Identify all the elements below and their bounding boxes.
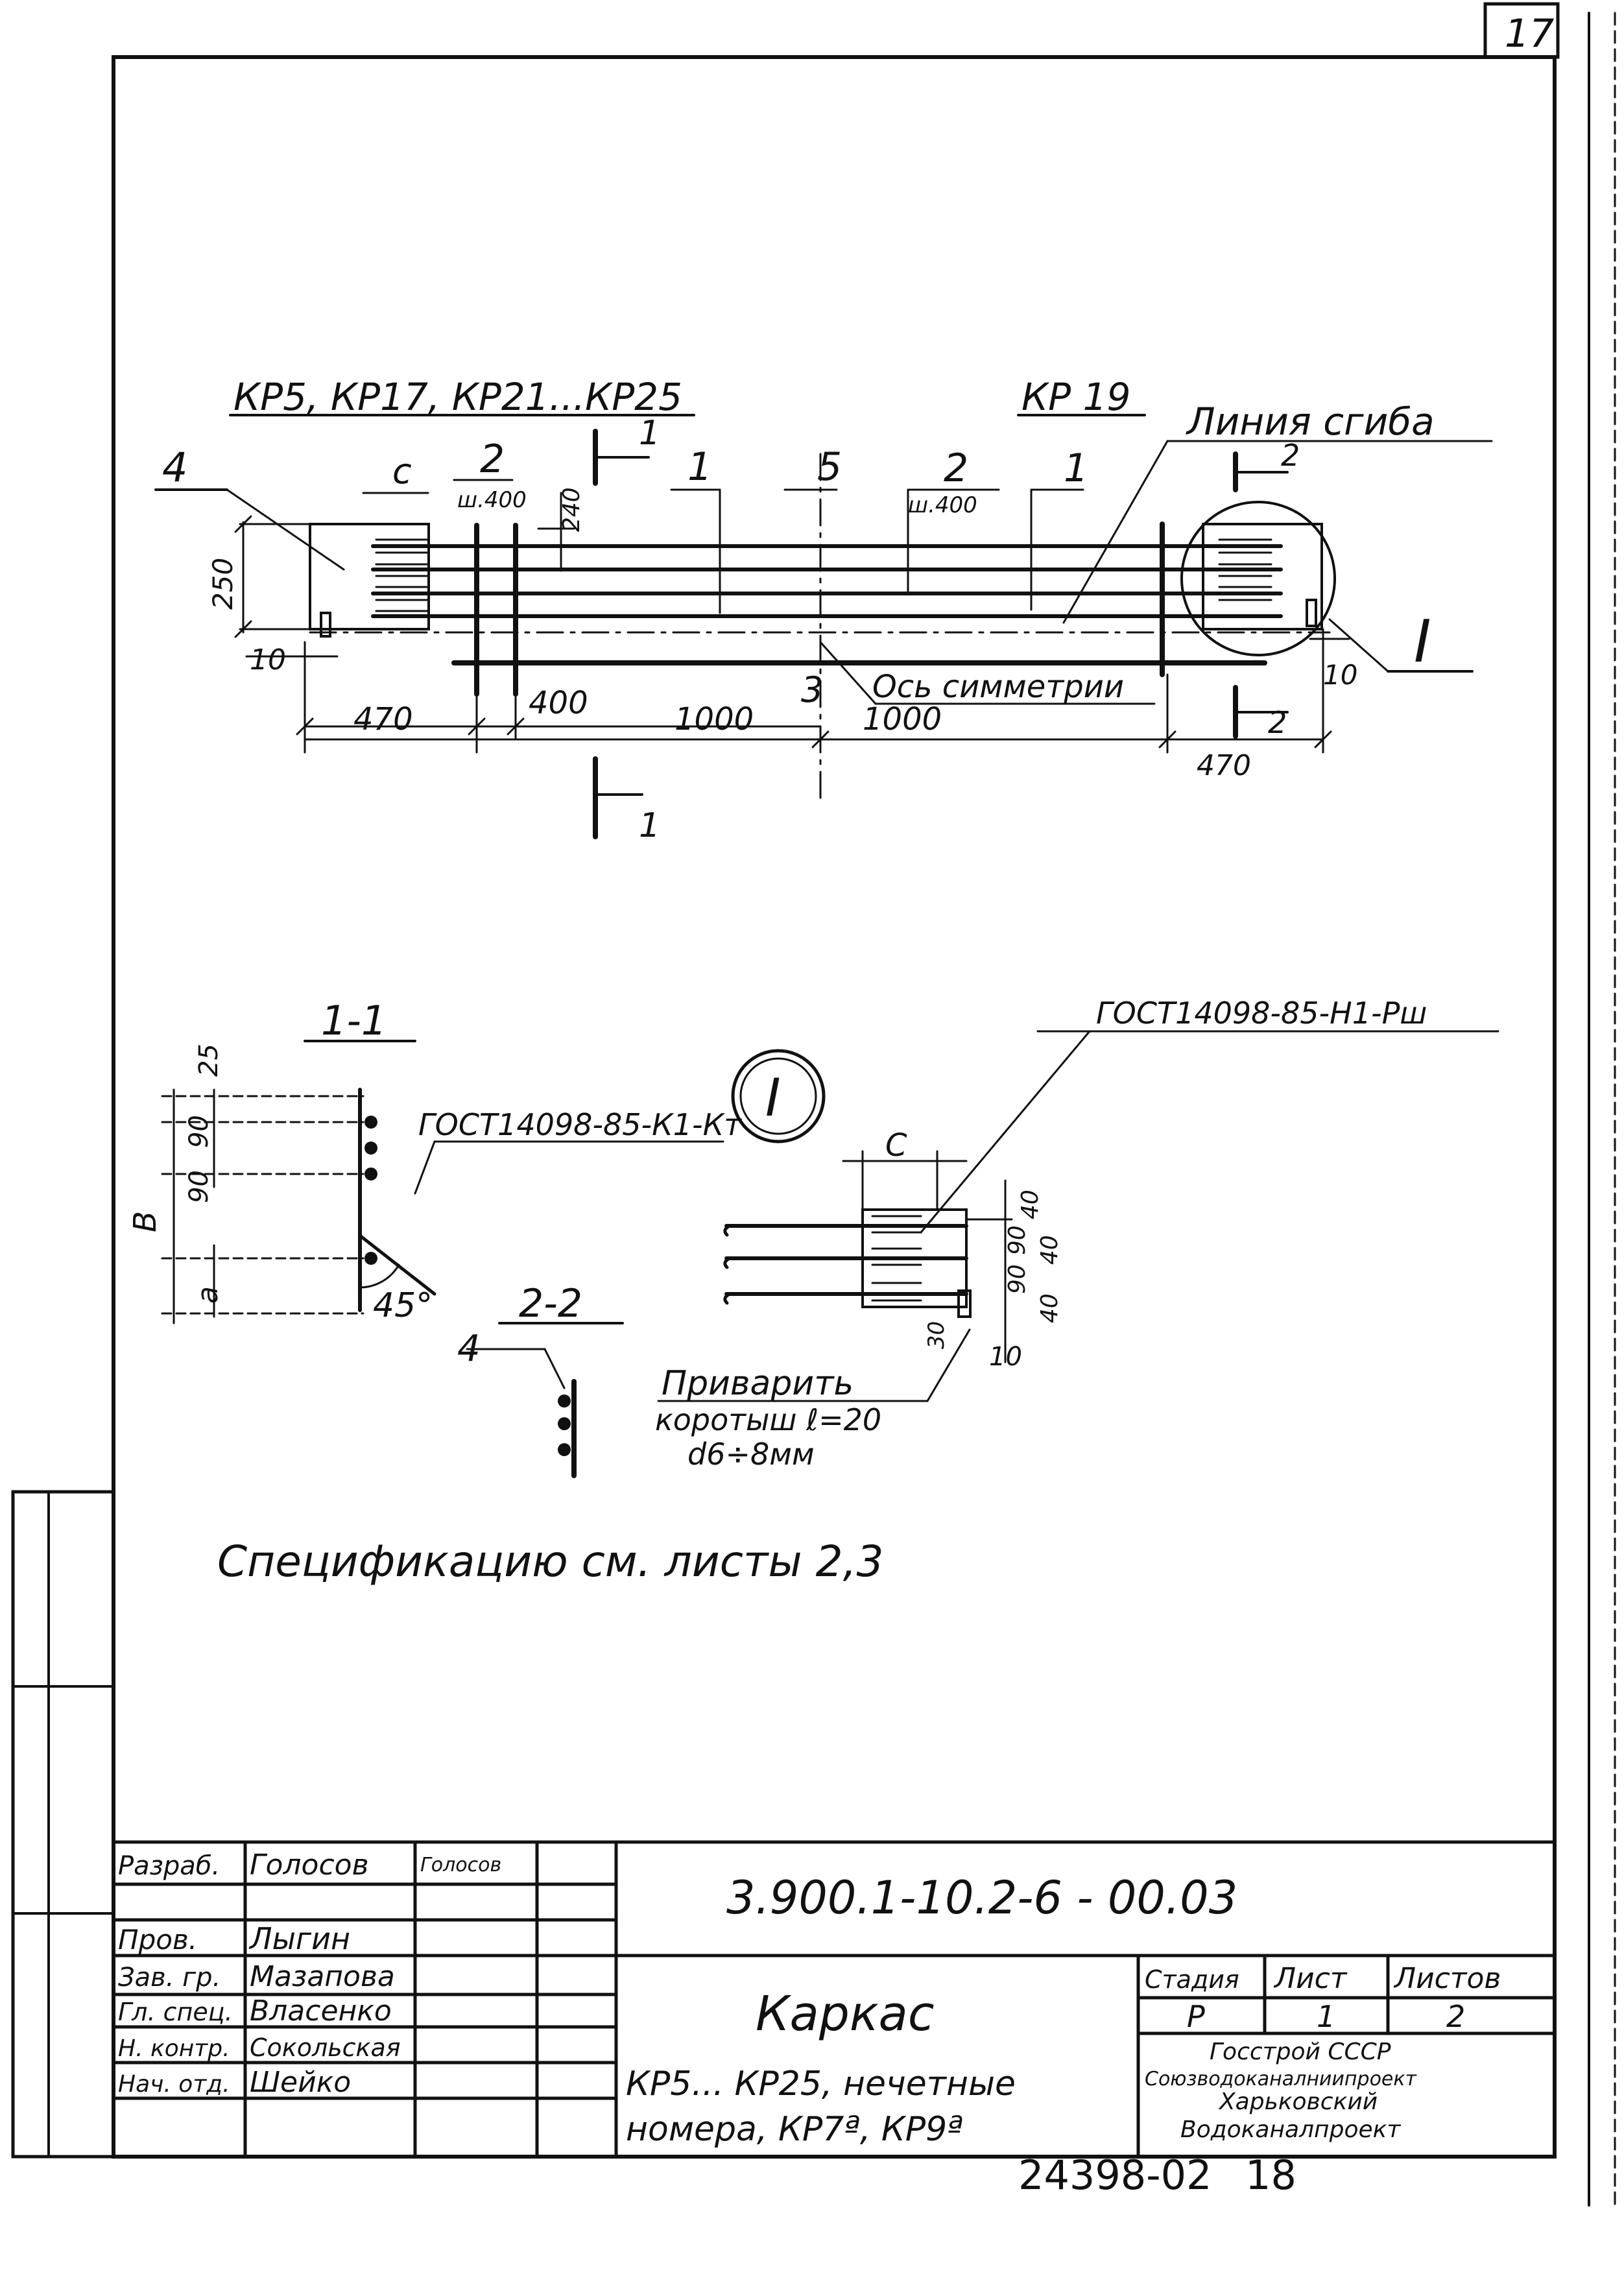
- dim-a: а: [191, 1286, 224, 1304]
- item-subtitle-1: КР5... КР25, нечетные: [626, 2065, 1016, 2103]
- section-2-2-position: 4: [457, 1328, 481, 1370]
- name-4: Сокольская: [250, 2033, 401, 2062]
- pitch-left: ш.400: [457, 487, 527, 513]
- section-2-2-title: 2-2: [519, 1281, 582, 1326]
- section-mark-2-bottom: 2: [1268, 705, 1287, 740]
- section-mark-1-bottom: 1: [639, 806, 660, 845]
- group-label: КР5, КР17, КР21...КР25: [233, 375, 682, 419]
- section-1-1-title: 1-1: [321, 997, 387, 1044]
- dim-10-right: 10: [1323, 659, 1357, 691]
- dim-470-left: 470: [353, 701, 413, 737]
- dim-400: 400: [529, 685, 588, 721]
- left-binding-strip: [11, 1490, 115, 2159]
- detail-callout-label: I: [1414, 608, 1431, 676]
- role-3: Гл. спец.: [118, 1998, 233, 2026]
- sheet-frame: [112, 55, 1557, 2159]
- document-code: 3.900.1-10.2-6 - 00.03: [726, 1871, 1237, 1924]
- variant-label: КР 19: [1021, 375, 1130, 419]
- archive-number: 24398-02: [1018, 2151, 1212, 2199]
- name-3: Власенко: [250, 1994, 392, 2028]
- sheets-header: Листов: [1393, 1962, 1501, 1995]
- role-1: Пров.: [118, 1924, 197, 1956]
- detail-dim-90a: 90: [1004, 1225, 1031, 1255]
- section-mark-1-top: 1: [639, 414, 660, 453]
- archive-page: 18: [1245, 2151, 1296, 2199]
- item-subtitle-2: номера, КР7ª, КР9ª: [626, 2110, 963, 2149]
- detail-dim-30: 30: [924, 1321, 949, 1349]
- title-block-lines: [112, 1840, 1557, 2159]
- role-4: Н. контр.: [118, 2035, 230, 2062]
- weld-instruction-2: коротыш ℓ=20: [655, 1402, 881, 1437]
- dim-1000-right: 1000: [863, 701, 942, 737]
- weld-instruction-3: d6÷8мм: [687, 1437, 815, 1472]
- position-4: 4: [162, 444, 187, 491]
- position-3: 3: [801, 669, 823, 710]
- sign-0: Голосов: [420, 1854, 501, 1876]
- bend-line-label: Линия сгиба: [1186, 400, 1435, 444]
- detail-dim-40c: 40: [1036, 1293, 1063, 1323]
- sheets-value: 2: [1446, 1999, 1465, 2034]
- detail-dim-10: 10: [989, 1342, 1022, 1372]
- stage-value: Р: [1187, 1999, 1205, 2034]
- symmetry-axis-label: Ось симметрии: [872, 669, 1124, 705]
- section-2-2: [466, 1322, 624, 1478]
- pitch-right: ш.400: [908, 492, 977, 518]
- role-0: Разраб.: [118, 1851, 220, 1881]
- detail-weld-note: ГОСТ14098-85-Н1-Рш: [1096, 996, 1427, 1031]
- org-1: Госстрой СССР: [1210, 2039, 1391, 2065]
- org-4: Водоканалпроект: [1180, 2116, 1401, 2143]
- dim-B: В: [127, 1211, 163, 1232]
- org-2: Союзводоканалниипроект: [1145, 2068, 1418, 2090]
- dim-25: 25: [194, 1044, 224, 1077]
- detail-c-label: С: [885, 1127, 907, 1164]
- weld-instruction-1: Приварить: [662, 1364, 854, 1403]
- detail-I-drawing: [657, 1030, 1499, 1402]
- detail-dim-90b: 90: [1004, 1264, 1031, 1294]
- dim-90b: 90: [184, 1170, 214, 1203]
- dim-240: 240: [558, 487, 585, 532]
- weld-note-1-1: ГОСТ14098-85-К1-Кт: [418, 1107, 742, 1142]
- name-1: Лыгин: [248, 1921, 350, 1956]
- detail-I-title: I: [765, 1068, 781, 1128]
- stage-header: Стадия: [1145, 1965, 1239, 1994]
- dim-90a: 90: [184, 1115, 214, 1148]
- corner-number-box: [1483, 2, 1560, 59]
- corner-number: 17: [1505, 11, 1554, 56]
- role-2: Зав. гр.: [118, 1963, 221, 1993]
- c-label: с: [392, 451, 412, 492]
- detail-dim-40b: 40: [1036, 1235, 1063, 1265]
- name-2: Мазапова: [250, 1960, 395, 1993]
- name-0: Голосов: [250, 1849, 369, 1882]
- position-2-left: 2: [480, 437, 505, 482]
- spec-note: Спецификацию см. листы 2,3: [217, 1537, 884, 1587]
- dim-1000-left: 1000: [675, 701, 754, 737]
- org-3: Харьковский: [1218, 2089, 1378, 2115]
- dim-470-right: 470: [1197, 749, 1251, 782]
- section-mark-2-top: 2: [1281, 438, 1300, 473]
- position-1-left: 1: [687, 444, 712, 490]
- dim-250: 250: [207, 558, 239, 610]
- cage-plan: [154, 414, 1493, 839]
- dim-10-left: 10: [250, 643, 286, 677]
- name-5: Шейко: [250, 2066, 351, 2099]
- sheet-value: 1: [1317, 1999, 1335, 2034]
- sheet-header: Лист: [1273, 1962, 1348, 1995]
- angle-45: 45°: [373, 1286, 433, 1325]
- position-1-right: 1: [1064, 446, 1088, 491]
- position-5: 5: [817, 444, 842, 490]
- section-1-1: [161, 1040, 724, 1324]
- role-5: Нач. отд.: [118, 2071, 230, 2098]
- position-2-right: 2: [944, 446, 968, 491]
- detail-circle: [1180, 501, 1336, 656]
- detail-dim-40a: 40: [1017, 1190, 1044, 1219]
- item-title: Каркас: [756, 1986, 935, 2042]
